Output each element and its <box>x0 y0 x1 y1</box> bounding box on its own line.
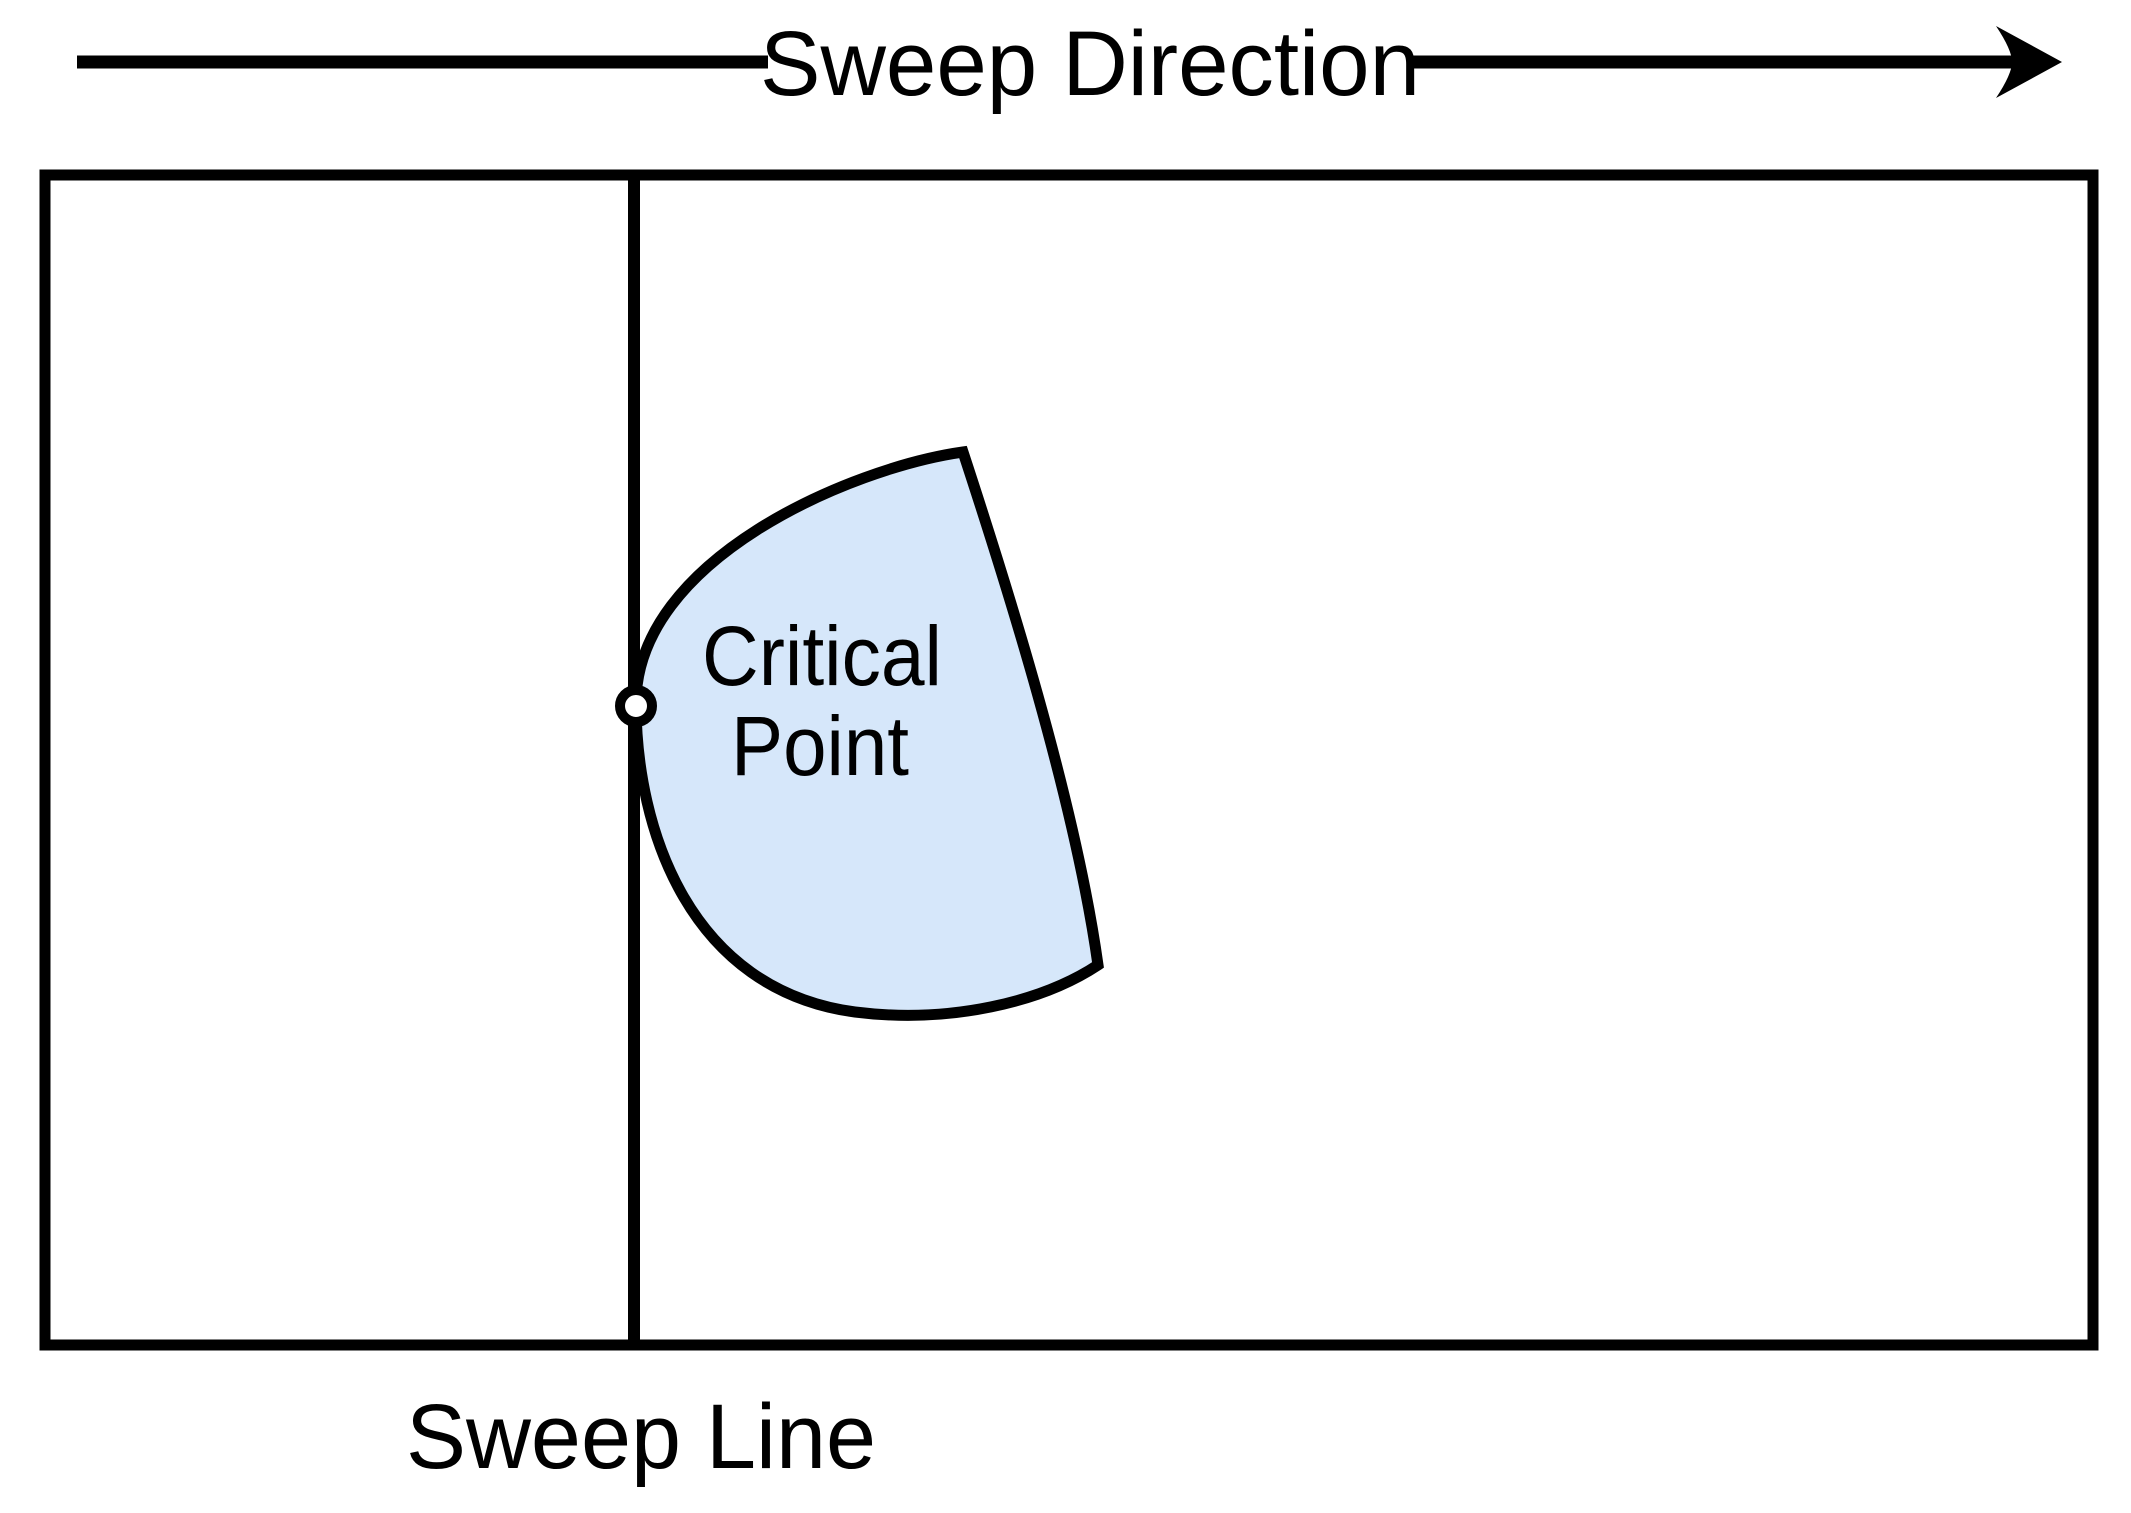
sweep-line-label: Sweep Line <box>406 1386 876 1488</box>
sweep-direction-label: Sweep Direction <box>760 13 1420 115</box>
critical-point-marker <box>615 685 657 727</box>
critical-region-shape <box>630 445 1104 1021</box>
critical-point-label-line1: Critical <box>702 609 942 703</box>
critical-point-label-line2: Point <box>731 699 909 793</box>
arrowhead-icon <box>1996 26 2062 98</box>
sweep-direction-arrow: Sweep Direction <box>77 13 2062 115</box>
bounding-box <box>39 169 2099 1351</box>
critical-point-label: Critical Point <box>702 609 942 793</box>
